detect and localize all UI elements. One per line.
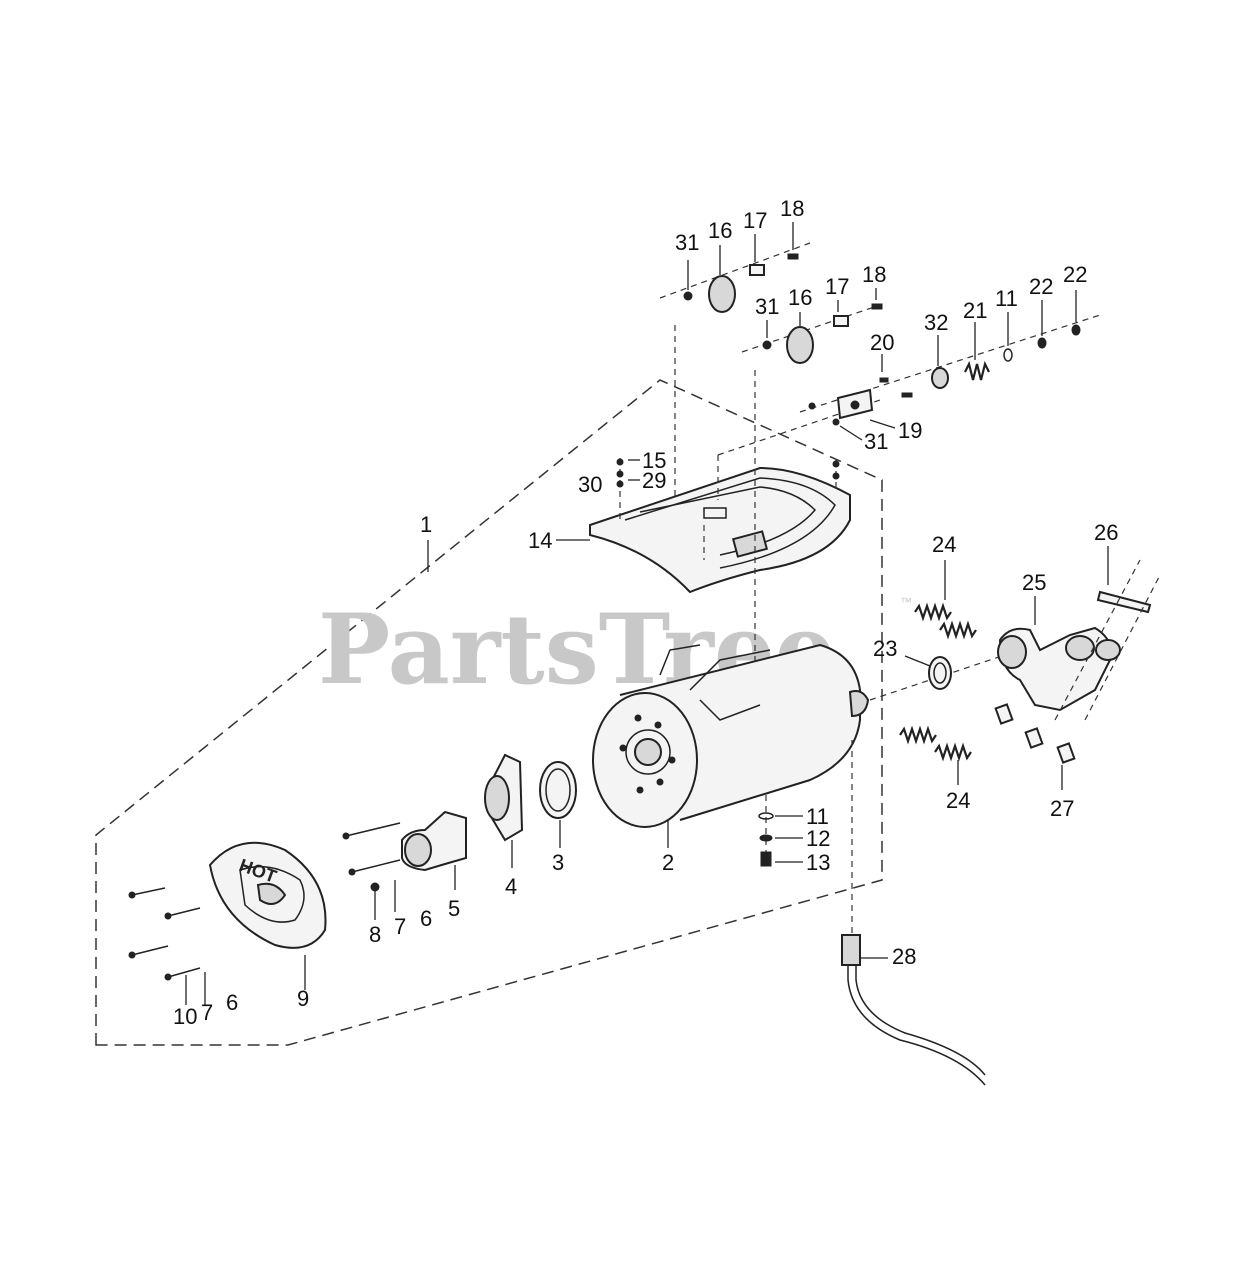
callout-13: 13 xyxy=(806,850,830,875)
callouts: 1 2 3 4 5 6 6 7 7 8 9 10 11 11 12 13 14 … xyxy=(173,196,1118,1029)
isolator-lower xyxy=(762,303,883,364)
upper-leaders xyxy=(556,222,1077,541)
callout-9: 9 xyxy=(297,986,309,1011)
callout-24b: 24 xyxy=(946,788,970,813)
heat-shield xyxy=(589,466,851,594)
callout-12: 12 xyxy=(806,826,830,851)
callout-10: 10 xyxy=(173,1004,197,1029)
callout-1: 1 xyxy=(420,512,432,537)
side-cover-plate: HOT xyxy=(208,841,327,990)
manifold-gasket xyxy=(1054,546,1161,721)
callout-31b: 31 xyxy=(755,294,779,319)
callout-28: 28 xyxy=(892,944,916,969)
callout-30: 30 xyxy=(578,472,602,497)
callout-17b: 17 xyxy=(825,274,849,299)
callout-23: 23 xyxy=(873,636,897,661)
assembly-boundary xyxy=(95,379,883,1046)
exhaust-elbow xyxy=(401,810,467,890)
callout-31c: 31 xyxy=(864,429,888,454)
callout-22a: 22 xyxy=(1029,274,1053,299)
elbow-bolts xyxy=(342,822,401,920)
isolator-upper xyxy=(683,253,799,313)
callout-27: 27 xyxy=(1050,796,1074,821)
callout-5: 5 xyxy=(448,896,460,921)
callout-4: 4 xyxy=(505,874,517,899)
callout-3: 3 xyxy=(552,850,564,875)
spring-bracket xyxy=(808,324,1081,441)
springs-upper xyxy=(914,560,977,640)
callout-21: 21 xyxy=(963,298,987,323)
callout-16b: 16 xyxy=(788,285,812,310)
callout-26: 26 xyxy=(1094,520,1118,545)
callout-11b: 11 xyxy=(995,286,1018,311)
shield-screws xyxy=(616,458,840,560)
callout-8: 8 xyxy=(369,922,381,947)
callout-20: 20 xyxy=(870,330,894,355)
callout-7a: 7 xyxy=(394,914,406,939)
callout-14: 14 xyxy=(528,528,552,553)
exhaust-manifold xyxy=(997,596,1121,712)
callout-6a: 6 xyxy=(420,906,432,931)
callout-2: 2 xyxy=(662,850,674,875)
callout-25: 25 xyxy=(1022,570,1046,595)
drain-hardware xyxy=(758,795,803,867)
springs-lower xyxy=(899,725,972,785)
callout-18a: 18 xyxy=(780,196,804,221)
temperature-sensor xyxy=(841,740,986,1086)
gasket xyxy=(539,761,577,848)
manifold-nuts xyxy=(994,703,1076,790)
callout-17a: 17 xyxy=(743,208,767,233)
callout-22b: 22 xyxy=(1063,262,1087,287)
gasket-ring xyxy=(904,655,952,690)
callout-7b: 7 xyxy=(201,1000,213,1025)
callout-16a: 16 xyxy=(708,218,732,243)
callout-31a: 31 xyxy=(675,230,699,255)
flange xyxy=(484,753,524,868)
callout-6b: 6 xyxy=(226,990,238,1015)
callout-24a: 24 xyxy=(932,532,956,557)
callout-15: 15 xyxy=(642,448,666,473)
callout-19: 19 xyxy=(898,418,922,443)
muffler-body xyxy=(592,643,870,848)
svg-text:™: ™ xyxy=(900,595,912,609)
callout-29: 29 xyxy=(642,468,666,493)
callout-32: 32 xyxy=(924,310,948,335)
plate-bolts xyxy=(128,887,206,1005)
callout-11a: 11 xyxy=(806,804,829,829)
callout-18b: 18 xyxy=(862,262,886,287)
